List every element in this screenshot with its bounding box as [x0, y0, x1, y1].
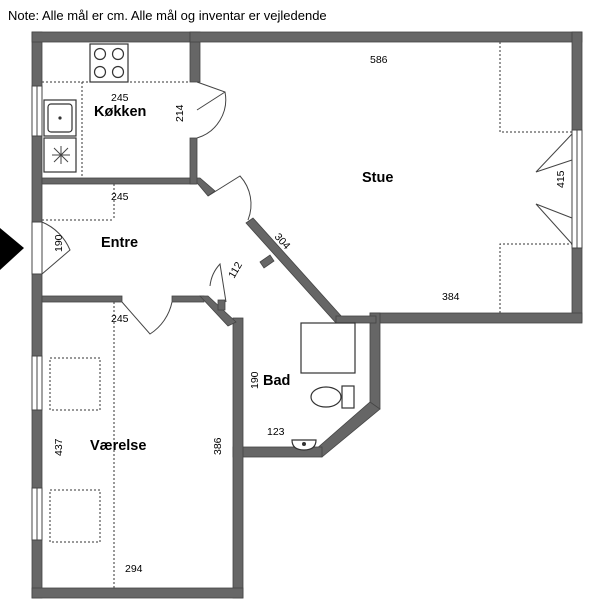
dim-stue-side: 415: [555, 170, 567, 188]
entrance-marker-icon: [0, 228, 24, 270]
room-label-stue: Stue: [362, 170, 393, 186]
dim-entre-small: 112: [226, 260, 245, 281]
dim-vaerelse-bottom: 294: [125, 563, 143, 575]
dim-vaerelse-left: 437: [53, 438, 65, 456]
dim-stue-top: 586: [370, 54, 388, 66]
plan-note: Note: Alle mål er cm. Alle mål og invent…: [8, 8, 327, 23]
dim-entre-top: 245: [111, 191, 129, 203]
dim-stue-bottom: 384: [442, 291, 460, 303]
dim-bad-height: 190: [249, 371, 261, 389]
dim-entre-door: 190: [53, 234, 65, 252]
doors: [31, 81, 573, 335]
room-label-kokken: Køkken: [94, 104, 146, 120]
room-label-entre: Entre: [101, 235, 138, 251]
toilet-icon: [341, 385, 355, 409]
shower-icon: [300, 322, 356, 374]
dim-bad-width: 123: [267, 426, 285, 438]
dim-vaerelse-right: 386: [212, 437, 224, 455]
windows: [31, 85, 583, 541]
room-label-vaerelse: Værelse: [90, 438, 146, 454]
interior-walls: [41, 137, 377, 327]
bath-fixtures: [291, 322, 356, 451]
dim-entre-bottom: 245: [111, 313, 129, 325]
dim-kitchen-depth: 214: [174, 104, 186, 122]
kitchen-fixtures: [43, 43, 129, 173]
room-label-bad: Bad: [263, 373, 290, 389]
dim-kitchen-width: 245: [111, 92, 129, 104]
